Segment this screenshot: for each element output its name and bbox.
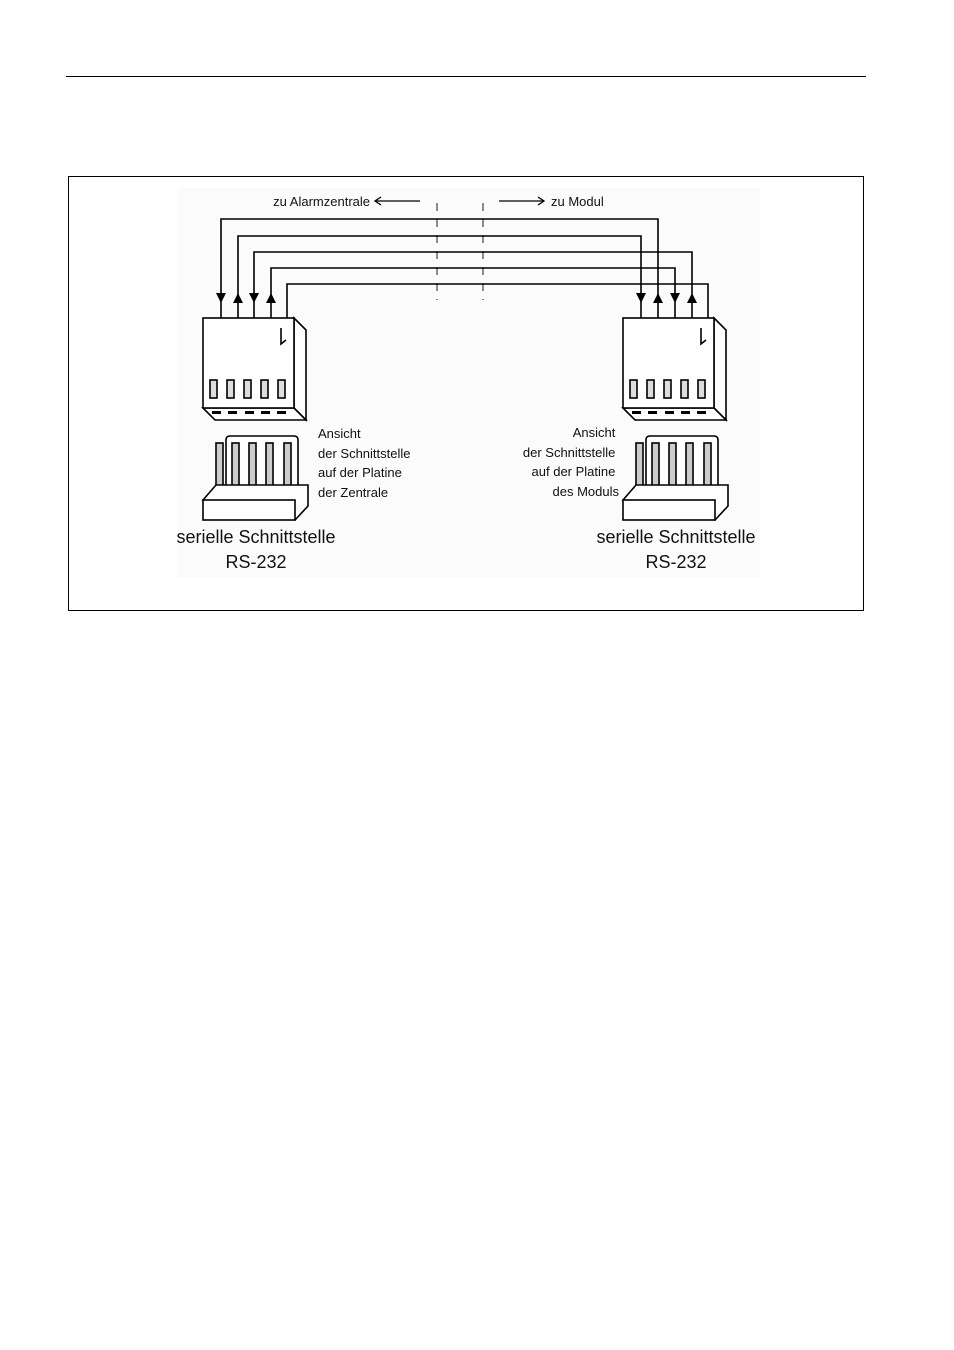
- plug-right: [621, 316, 728, 422]
- arrow-up-icon: [233, 293, 243, 303]
- arrow-up-icon: [653, 293, 663, 303]
- figure-frame: [68, 176, 864, 611]
- arrow-down-icon: [249, 293, 259, 303]
- view-caption-left: Ansicht der Schnittstelle auf der Platin…: [318, 426, 414, 500]
- direction-label-right: zu Modul: [551, 194, 604, 209]
- arrow-up-icon: [687, 293, 697, 303]
- view-caption-right: Ansicht der Schnittstelle auf der Platin…: [523, 425, 620, 499]
- direction-label-left: zu Alarmzentrale: [273, 194, 370, 209]
- arrow-right-icon: [499, 196, 546, 206]
- header-rule: [66, 76, 866, 77]
- interface-subtitle-left: RS-232: [225, 552, 286, 572]
- plug-left: [201, 316, 308, 422]
- interface-title-left: serielle Schnittstelle: [176, 527, 335, 547]
- pin-header-right: [621, 435, 729, 521]
- wire-3: [253, 251, 693, 318]
- pin-header-left: [201, 435, 309, 521]
- wire-2: [237, 235, 642, 318]
- interface-subtitle-right: RS-232: [645, 552, 706, 572]
- arrow-down-icon: [216, 293, 226, 303]
- wire-5: [286, 283, 709, 318]
- arrow-down-icon: [670, 293, 680, 303]
- arrow-up-icon: [266, 293, 276, 303]
- arrowheads: [216, 293, 697, 303]
- arrow-left-icon: [373, 196, 420, 206]
- arrow-down-icon: [636, 293, 646, 303]
- interface-title-right: serielle Schnittstelle: [596, 527, 755, 547]
